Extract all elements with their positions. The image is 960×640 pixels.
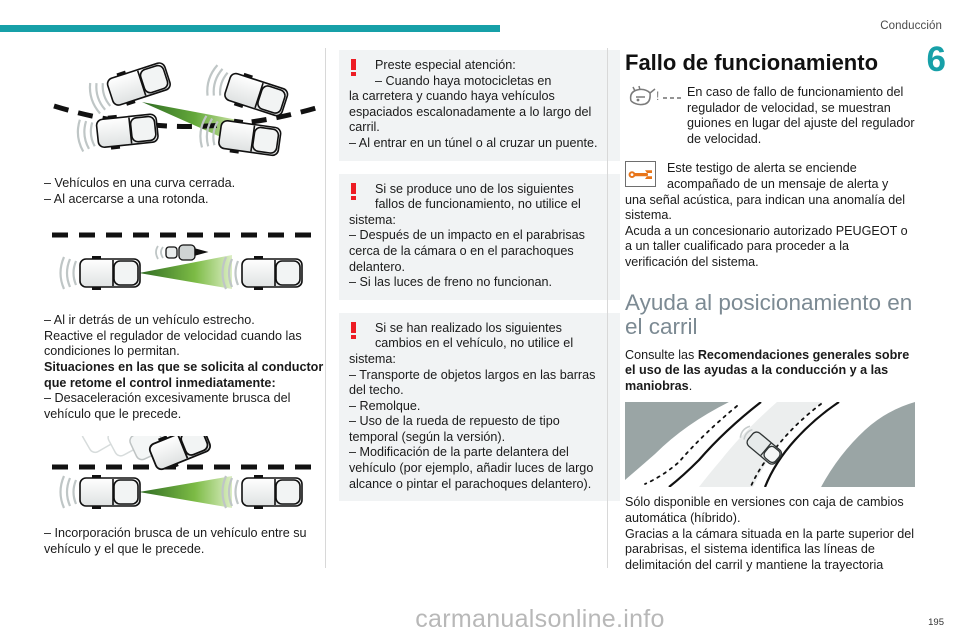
para-fallo-regulador: En caso de fallo de funcionamiento del r… (687, 85, 915, 146)
para-concesionario-peugeot: Acuda a un concesionario autorizado PEUG… (625, 223, 908, 269)
para-reactive-regulador: Reactive el regulador de velocidad cuand… (44, 328, 302, 359)
bullet-rotonda: – Al acercarse a una rotonda. (44, 191, 209, 206)
figure-vehiculo-estrecho (44, 227, 325, 299)
warning-2-body: sistema: (349, 212, 396, 227)
recomendaciones-generales-reference: Recomendaciones generales sobre el uso d… (625, 347, 910, 393)
column-middle: Preste especial atención: – Cuando haya … (325, 47, 620, 569)
warning-1-body: la carretera y cuando haya vehículos esp… (349, 89, 592, 135)
warning-3-lead-2: cambios en el vehículo, no utilice el (375, 336, 574, 351)
page-number: 195 (928, 617, 944, 628)
warning-2-item-1: – Si las luces de freno no funcionan. (349, 275, 553, 290)
warning-exclamation-icon (348, 321, 362, 342)
figure-ayuda-posicionamiento-carril (625, 402, 915, 488)
header-section-label: Conducción (880, 20, 942, 32)
para-vehiculo-estrecho: – Al ir detrás de un vehículo estrecho. (44, 313, 255, 328)
warning-2-lead-2: fallos de funcionamiento, no utilice el (375, 197, 581, 212)
para-camara-parabrisas: Gracias a la cámara situada en la parte … (625, 526, 915, 572)
warning-1-lead-2: – Cuando haya motocicletas en (375, 73, 552, 88)
warning-3-item-0: – Transporte de objetos largos en las ba… (349, 367, 596, 398)
site-watermark: carmanualsonline.info (415, 605, 665, 633)
column-right: Fallo de funcionamiento ! (607, 47, 915, 573)
warning-box-atencion: Preste especial atención: – Cuando haya … (339, 50, 620, 161)
warning-3-body: sistema: (349, 351, 396, 366)
header-rule (0, 25, 500, 32)
para-solo-disponible: Sólo disponible en versiones con caja de… (625, 495, 904, 525)
para-incorporacion-brusca: – Incorporación brusca de un vehículo en… (44, 526, 307, 556)
warning-2-lead: Si se produce uno de los siguientes (375, 181, 574, 196)
consulte-prefix: Consulte las (625, 347, 698, 362)
warning-box-cambios: Si se han realizado los siguientes cambi… (339, 312, 620, 502)
figure-vehiculos-curva-cerrada (44, 50, 325, 162)
warning-1-body-2: – Al entrar en un túnel o al cruzar un p… (349, 135, 598, 150)
chapter-number: 6 (926, 40, 946, 79)
warning-3-item-2: – Uso de la rueda de repuesto de tipo te… (349, 414, 560, 444)
warning-3-item-3: – Modificación de la parte delantera del… (349, 445, 594, 491)
warning-3-lead: Si se han realizado los siguientes (375, 320, 562, 335)
para-testigo-alerta-body: una señal acústica, para indican una ano… (625, 192, 906, 223)
warning-3-item-1: – Remolque. (349, 398, 421, 413)
warning-exclamation-icon (348, 182, 362, 203)
figure-incorporacion-brusca (44, 436, 325, 518)
service-wrench-icon (625, 161, 656, 188)
warning-exclamation-icon (348, 59, 362, 79)
testigo-alerta-block: Este testigo de alerta se enciende acomp… (625, 161, 915, 270)
warning-1-lead: Preste especial atención: (375, 58, 516, 72)
column-left: – Vehículos en una curva cerrada. – Al a… (44, 50, 325, 558)
para-desaceleracion-brusca: – Desaceleración excesivamente brusca de… (44, 391, 291, 421)
warning-box-fallos: Si se produce uno de los siguientes fall… (339, 173, 620, 300)
para-consulte-recomendaciones: Consulte las Recomendaciones generales s… (625, 348, 915, 395)
consulte-suffix: . (688, 378, 693, 393)
para-testigo-alerta-lead: Este testigo de alerta se enciende acomp… (667, 161, 889, 191)
section-title-fallo-funcionamiento: Fallo de funcionamiento (625, 50, 879, 75)
para-situaciones-retomar-control: Situaciones en las que se solicita al co… (44, 359, 324, 390)
regulador-velocidad-fallo-icon: ! (625, 85, 683, 109)
warning-2-item-0: – Después de un impacto en el parabrisas… (349, 228, 585, 274)
fallo-regulador-block: ! En caso de fallo de funcionamiento del… (625, 85, 915, 147)
svg-text:!: ! (656, 89, 659, 103)
bullet-curva-cerrada: – Vehículos en una curva cerrada. (44, 176, 236, 190)
section-title-ayuda-posicionamiento: Ayuda al posicionamiento en el carril (625, 289, 913, 339)
